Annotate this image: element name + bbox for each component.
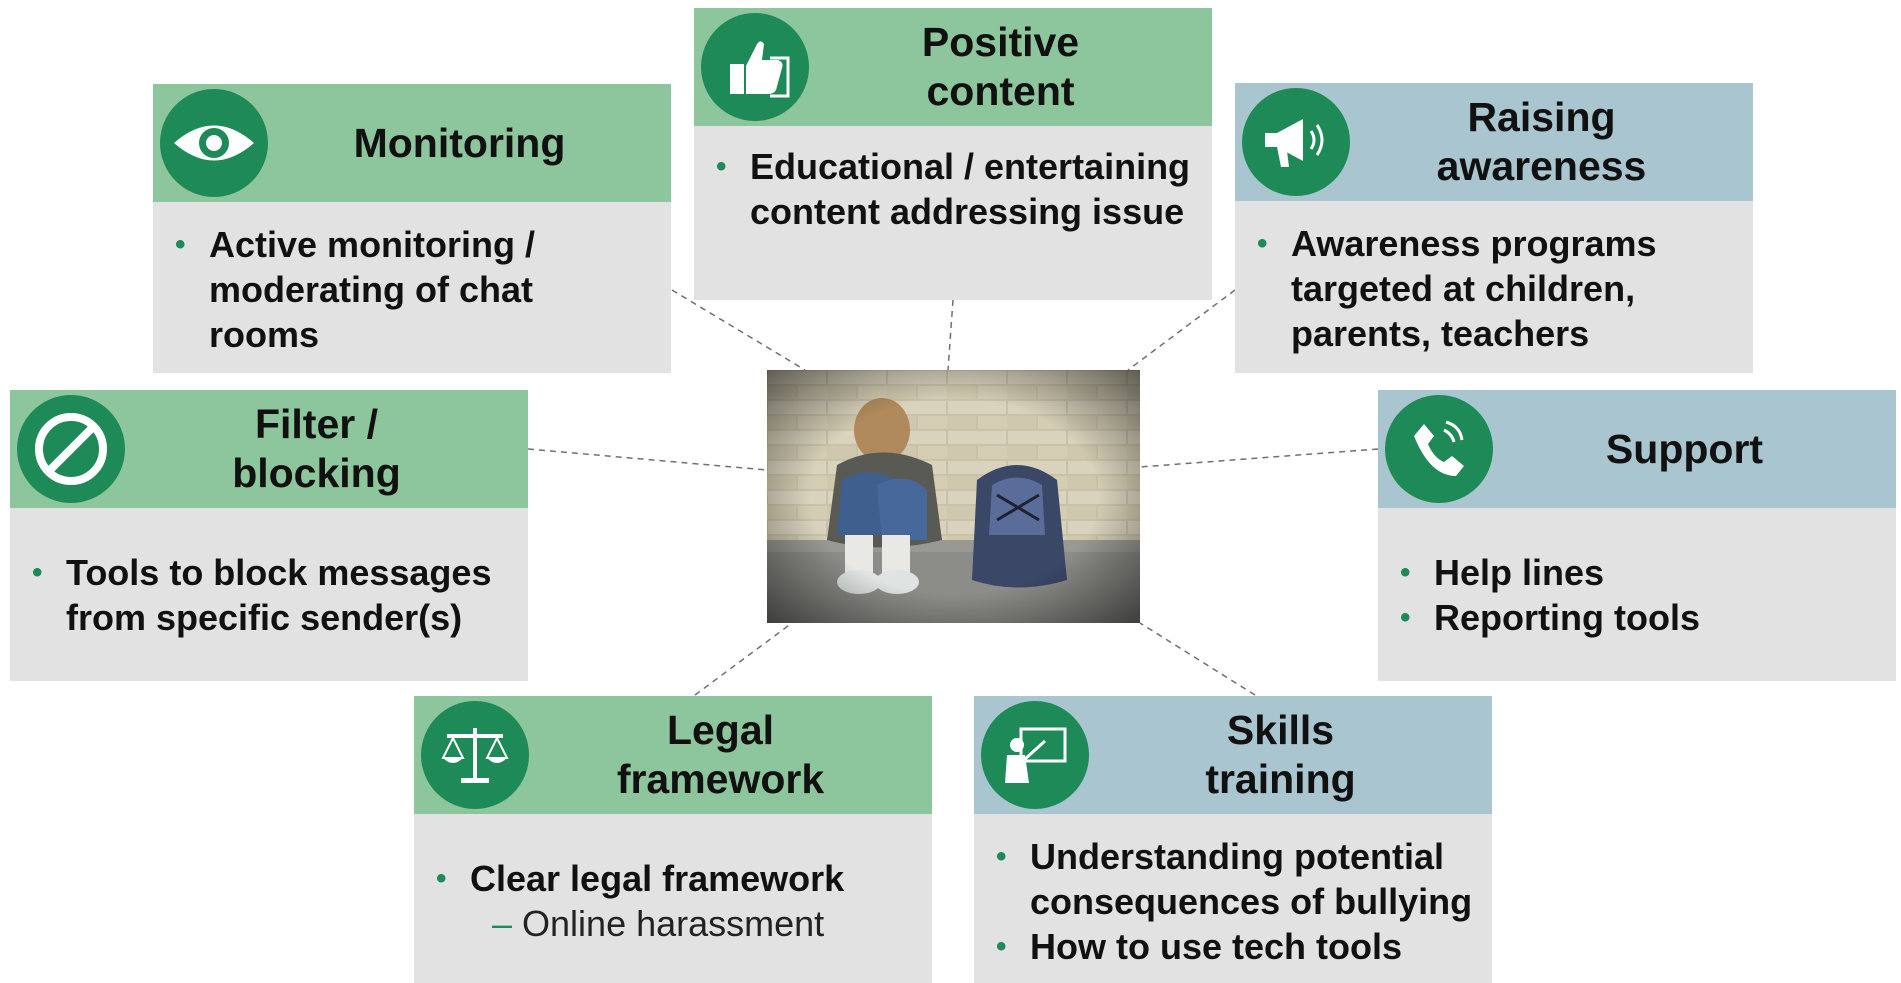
card-title: Legal framework [616, 707, 825, 802]
card-title: Raising awareness [1436, 94, 1647, 189]
card-header: Support [1378, 390, 1896, 508]
connector-positive-content [947, 299, 954, 371]
center-photo [767, 370, 1140, 623]
card-title: Monitoring [353, 119, 566, 166]
bullet-item: Active monitoring / moderating of chat r… [173, 222, 651, 357]
connector-legal-framework [694, 622, 793, 696]
card-raising-awareness: Raising awareness Awareness programs tar… [1235, 83, 1753, 373]
bullet-item: How to use tech tools [994, 924, 1482, 969]
bullet-item: Reporting tools [1398, 595, 1876, 640]
connector-skills-training [1139, 622, 1256, 696]
sub-item-text: Online harassment [522, 903, 825, 944]
scales-icon [421, 701, 529, 809]
card-body: Tools to block messages from specific se… [10, 508, 528, 681]
card-monitoring: Monitoring Active monitoring / moderatin… [153, 84, 671, 373]
card-title: Filter / blocking [232, 401, 401, 496]
card-title: Positive content [921, 19, 1080, 114]
card-header: Positive content [694, 8, 1212, 126]
bullet-item: Clear legal framework [434, 856, 912, 901]
card-skills-training: Skills training Understanding potential … [974, 696, 1492, 983]
eye-icon [160, 89, 268, 197]
bullet-item: Tools to block messages from specific se… [30, 550, 508, 640]
card-body: Educational / entertaining content addre… [694, 126, 1212, 300]
dash-marker: – [492, 903, 513, 944]
card-header: Filter / blocking [10, 390, 528, 508]
card-header: Skills training [974, 696, 1492, 814]
card-support: Support Help lines Reporting tools [1378, 390, 1896, 681]
card-body: Clear legal framework –Online harassment [414, 814, 932, 983]
teacher-board-icon [981, 701, 1089, 809]
card-body: Understanding potential consequences of … [974, 814, 1492, 983]
card-title: Support [1605, 425, 1764, 472]
thumbs-up-icon [701, 13, 809, 121]
connector-monitoring [671, 289, 806, 371]
card-filter-blocking: Filter / blocking Tools to block message… [10, 390, 528, 681]
bullet-item: Understanding potential consequences of … [994, 834, 1482, 924]
connector-support [1139, 448, 1379, 468]
connector-filter-blocking [527, 448, 768, 471]
card-header: Raising awareness [1235, 83, 1753, 201]
card-header: Monitoring [153, 84, 671, 202]
card-legal-framework: Legal framework Clear legal framework –O… [414, 696, 932, 983]
bullet-item: Help lines [1398, 550, 1876, 595]
bullet-item: Awareness programs targeted at children,… [1255, 221, 1733, 356]
card-header: Legal framework [414, 696, 932, 814]
card-body: Help lines Reporting tools [1378, 508, 1896, 681]
connector-raising-awareness [1127, 289, 1236, 371]
sub-item: –Online harassment [434, 901, 912, 946]
card-body: Awareness programs targeted at children,… [1235, 201, 1753, 373]
prohibited-icon [17, 395, 125, 503]
bullet-item: Educational / entertaining content addre… [714, 144, 1192, 234]
card-positive-content: Positive content Educational / entertain… [694, 8, 1212, 300]
megaphone-icon [1242, 88, 1350, 196]
card-body: Active monitoring / moderating of chat r… [153, 202, 671, 373]
phone-icon [1385, 395, 1493, 503]
card-title: Skills training [1205, 707, 1356, 802]
